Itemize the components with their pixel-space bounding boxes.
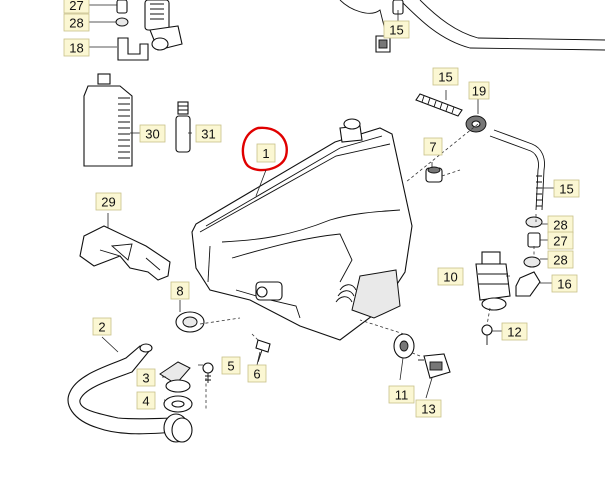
callout-11: 29 bbox=[95, 192, 122, 211]
grommet-part-19 bbox=[465, 115, 487, 133]
hose-part-2 bbox=[67, 343, 193, 443]
bolt-part-15 bbox=[415, 93, 463, 117]
callout-23: 4 bbox=[136, 391, 156, 410]
callout-label: 6 bbox=[253, 367, 260, 382]
callout-13: 27 bbox=[547, 231, 574, 250]
hose-part-15-right bbox=[489, 129, 545, 211]
bracket-part-29 bbox=[79, 225, 171, 281]
callout-20: 3 bbox=[136, 368, 156, 387]
callout-14: 28 bbox=[547, 250, 574, 269]
screw-part-12 bbox=[481, 324, 493, 345]
adjacent-reservoir-outline bbox=[399, 0, 605, 51]
callout-label: 28 bbox=[553, 218, 567, 233]
clip-part-28 bbox=[115, 17, 129, 27]
callout-label: 1 bbox=[262, 146, 269, 161]
callout-1: 28 bbox=[63, 13, 90, 32]
washer-reservoir-part-1 bbox=[191, 118, 413, 341]
callout-16: 16 bbox=[551, 274, 578, 293]
callout-label: 11 bbox=[395, 388, 409, 403]
callout-label: 5 bbox=[227, 359, 234, 374]
elbow-part-16 bbox=[515, 271, 541, 297]
callout-label: 27 bbox=[69, 0, 83, 13]
small-bottle-part-31 bbox=[175, 101, 191, 153]
callout-21: 5 bbox=[221, 356, 241, 375]
callout-4: 30 bbox=[139, 124, 166, 143]
callout-2: 18 bbox=[63, 38, 90, 57]
callout-24: 11 bbox=[388, 385, 415, 404]
callout-label: 29 bbox=[101, 195, 115, 210]
callout-label: 15 bbox=[559, 182, 573, 197]
leader-lines bbox=[82, 4, 554, 401]
clip-part-28-lower bbox=[523, 256, 541, 268]
callout-18: 2 bbox=[92, 317, 112, 336]
callout-10: 15 bbox=[553, 179, 580, 198]
callout-label: 28 bbox=[553, 253, 567, 268]
callout-15: 10 bbox=[437, 267, 464, 286]
callout-label: 19 bbox=[472, 84, 486, 99]
grommet-part-7 bbox=[425, 166, 443, 183]
pump-part-10 bbox=[475, 251, 511, 311]
seal-part-4 bbox=[163, 395, 193, 413]
highlight-ring bbox=[241, 126, 288, 172]
callout-22: 6 bbox=[247, 364, 267, 383]
seal-part-3 bbox=[159, 361, 191, 393]
sleeve-part-27-right bbox=[527, 232, 541, 248]
callout-17: 8 bbox=[170, 281, 190, 300]
screw-part-5 bbox=[202, 362, 214, 383]
callout-label: 15 bbox=[389, 23, 403, 38]
grommet-part-11 bbox=[393, 333, 415, 359]
callout-7: 15 bbox=[432, 67, 459, 86]
callout-9: 7 bbox=[423, 137, 443, 156]
fluid-bottle-part-30 bbox=[83, 73, 133, 167]
callout-12: 28 bbox=[547, 215, 574, 234]
callout-label: 13 bbox=[421, 402, 435, 417]
callout-label: 15 bbox=[438, 70, 452, 85]
callout-25: 13 bbox=[415, 399, 442, 418]
callout-label: 30 bbox=[145, 127, 159, 142]
bolt-part-6 bbox=[255, 339, 271, 363]
callout-label: 4 bbox=[142, 394, 149, 409]
callout-3: 15 bbox=[383, 20, 410, 39]
callout-0: 27 bbox=[63, 0, 90, 14]
callout-label: 10 bbox=[443, 270, 457, 285]
callout-6: 1 bbox=[256, 143, 276, 163]
callout-label: 28 bbox=[69, 16, 83, 31]
sleeve-part-27 bbox=[116, 0, 128, 14]
callout-label: 7 bbox=[429, 140, 436, 155]
callout-label: 12 bbox=[507, 325, 521, 340]
callout-5: 31 bbox=[195, 124, 222, 143]
callout-label: 3 bbox=[142, 371, 149, 386]
connector-part-18 bbox=[117, 37, 149, 61]
callout-label: 2 bbox=[98, 320, 105, 335]
callout-label: 18 bbox=[69, 41, 83, 56]
callout-label: 8 bbox=[176, 284, 183, 299]
callout-label: 31 bbox=[201, 127, 215, 142]
callout-19: 12 bbox=[501, 322, 528, 341]
callout-8: 19 bbox=[468, 81, 490, 100]
callout-label: 16 bbox=[557, 277, 571, 292]
grommet-part-8 bbox=[175, 311, 205, 333]
callout-label: 27 bbox=[553, 234, 567, 249]
clip-part-28-right bbox=[525, 216, 543, 228]
top-pump-assembly bbox=[144, 0, 183, 51]
sensor-part-13 bbox=[418, 353, 451, 379]
